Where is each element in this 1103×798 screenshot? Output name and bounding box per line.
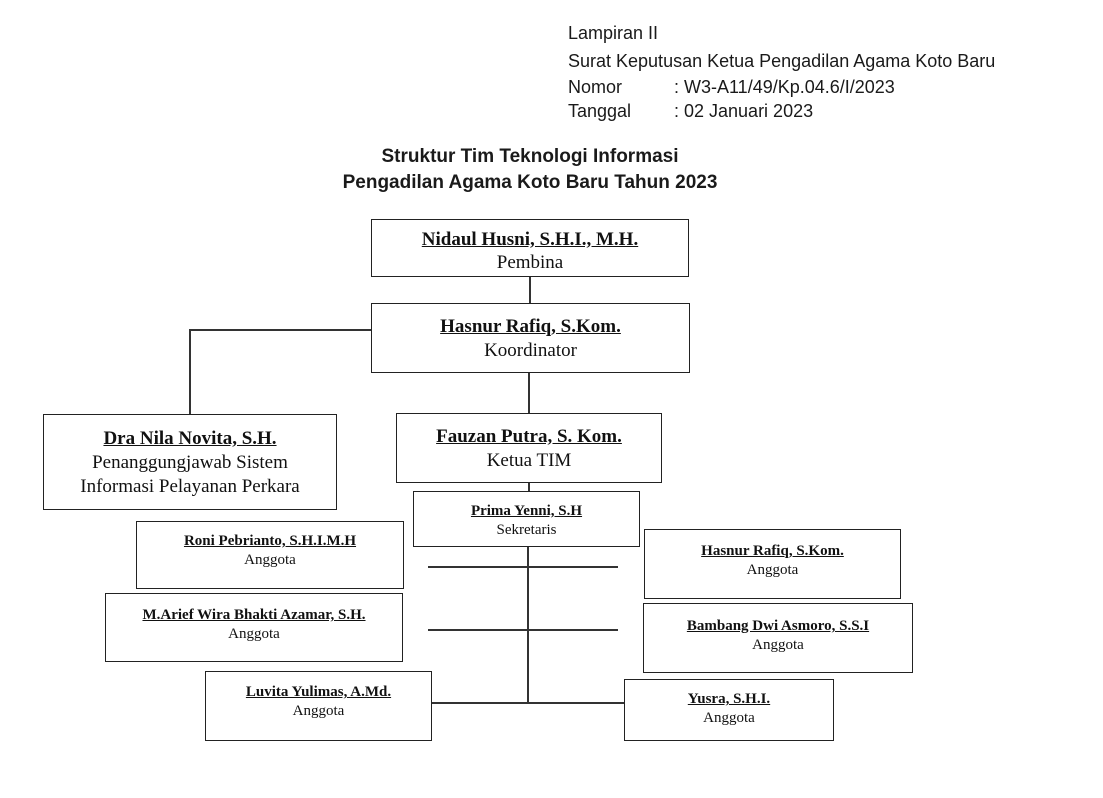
connector-pembina-koordinator [529,276,531,304]
node-koordinator: Hasnur Rafiq, S.Kom. Koordinator [371,303,690,373]
node-member-luvita-name: Luvita Yulimas, A.Md. [245,684,392,700]
node-member-luvita-role: Anggota [292,703,345,719]
connector-branch-2 [428,629,618,631]
node-member-bambang: Bambang Dwi Asmoro, S.S.I Anggota [643,603,913,673]
connector-branch-1 [428,566,618,568]
node-penanggungjawab-role-1: Penanggungjawab Sistem [92,452,288,473]
node-member-arief: M.Arief Wira Bhakti Azamar, S.H. Anggota [105,593,403,662]
connector-bottom [432,702,625,704]
node-pembina-name: Nidaul Husni, S.H.I., M.H. [421,229,639,250]
node-member-luvita: Luvita Yulimas, A.Md. Anggota [205,671,432,741]
node-member-roni: Roni Pebrianto, S.H.I.M.H Anggota [136,521,404,589]
nomor-label: Nomor [568,77,623,97]
node-member-yusra-role: Anggota [703,710,755,726]
node-sekretaris: Prima Yenni, S.H Sekretaris [413,491,640,547]
nomor-value: : W3-A11/49/Kp.04.6/I/2023 [674,77,895,97]
connector-koordinator-penanggungjawab-v [189,329,191,415]
tanggal-label: Tanggal [568,101,632,121]
node-member-yusra-name: Yusra, S.H.I. [687,691,771,707]
node-pembina: Nidaul Husni, S.H.I., M.H. Pembina [371,219,689,277]
node-member-hasnur-role: Anggota [746,562,799,578]
connector-koordinator-ketua [528,372,530,414]
node-member-arief-name: M.Arief Wira Bhakti Azamar, S.H. [142,607,366,623]
tanggal-value: : 02 Januari 2023 [674,101,814,121]
node-penanggungjawab-role-2: Informasi Pelayanan Perkara [80,476,300,497]
node-member-bambang-name: Bambang Dwi Asmoro, S.S.I [686,618,870,634]
node-pembina-role: Pembina [496,252,564,273]
node-penanggungjawab-name: Dra Nila Novita, S.H. [103,428,277,449]
node-member-yusra: Yusra, S.H.I. Anggota [624,679,834,741]
chart-title-line-2: Pengadilan Agama Koto Baru Tahun 2023 [342,172,718,193]
chart-title-line-1: Struktur Tim Teknologi Informasi [381,146,679,167]
node-member-hasnur-name: Hasnur Rafiq, S.Kom. [701,543,844,559]
node-member-hasnur: Hasnur Rafiq, S.Kom. Anggota [644,529,901,599]
node-ketua-name: Fauzan Putra, S. Kom. [436,426,622,447]
connector-main-trunk [527,546,529,703]
node-koordinator-name: Hasnur Rafiq, S.Kom. [440,316,621,337]
connector-ketua-sekretaris [528,482,530,492]
connector-koordinator-penanggungjawab-h [189,329,372,331]
node-member-roni-name: Roni Pebrianto, S.H.I.M.H [183,533,357,549]
surat-keputusan-label: Surat Keputusan Ketua Pengadilan Agama K… [568,51,996,71]
node-koordinator-role: Koordinator [484,340,577,361]
node-sekretaris-name: Prima Yenni, S.H [470,503,583,519]
lampiran-label: Lampiran II [568,23,659,43]
node-penanggungjawab: Dra Nila Novita, S.H. Penanggungjawab Si… [43,414,337,510]
node-member-bambang-role: Anggota [752,637,804,653]
node-member-arief-role: Anggota [228,626,280,642]
node-member-roni-role: Anggota [244,552,296,568]
node-ketua-role: Ketua TIM [486,450,572,471]
node-sekretaris-role: Sekretaris [496,522,557,538]
node-ketua: Fauzan Putra, S. Kom. Ketua TIM [396,413,662,483]
